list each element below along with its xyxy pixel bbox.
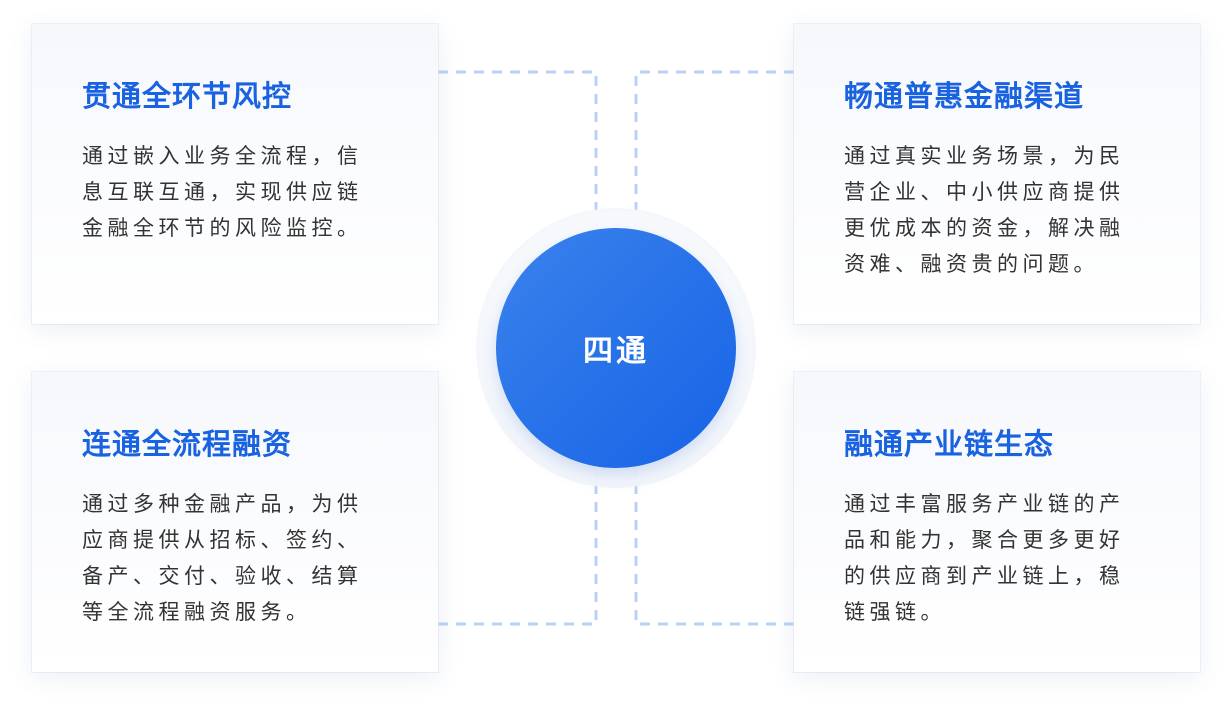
description-line: 品和能力，聚合更多更好 bbox=[844, 528, 1125, 552]
connector-top-right bbox=[634, 70, 794, 228]
card-industry-ecosystem: 融通产业链生态 通过丰富服务产业链的产 品和能力，聚合更多更好 的供应商到产业链… bbox=[794, 372, 1200, 672]
card-description: 通过真实业务场景，为民 营企业、中小供应商提供 更优成本的资金，解决融 资难、融… bbox=[844, 138, 1152, 282]
card-description: 通过多种金融产品，为供 应商提供从招标、签约、 备产、交付、验收、结算 等全流程… bbox=[82, 486, 390, 630]
card-title: 融通产业链生态 bbox=[844, 427, 1055, 461]
description-line: 息互联互通，实现供应链 bbox=[82, 180, 363, 204]
card-risk-control: 贯通全环节风控 通过嵌入业务全流程，信 息互联互通，实现供应链 金融全环节的风险… bbox=[32, 24, 438, 324]
description-line: 更优成本的资金，解决融 bbox=[844, 216, 1125, 240]
card-description: 通过嵌入业务全流程，信 息互联互通，实现供应链 金融全环节的风险监控。 bbox=[82, 138, 390, 246]
description-line: 通过嵌入业务全流程，信 bbox=[82, 144, 363, 168]
description-line: 资难、融资贵的问题。 bbox=[844, 252, 1099, 276]
description-line: 通过真实业务场景，为民 bbox=[844, 144, 1125, 168]
connector-bottom-left bbox=[438, 468, 598, 626]
card-title: 贯通全环节风控 bbox=[82, 79, 293, 113]
description-line: 备产、交付、验收、结算 bbox=[82, 564, 363, 588]
description-line: 金融全环节的风险监控。 bbox=[82, 216, 363, 240]
center-label: 四通 bbox=[583, 334, 649, 369]
description-line: 通过多种金融产品，为供 bbox=[82, 492, 363, 516]
description-line: 等全流程融资服务。 bbox=[82, 600, 312, 624]
card-financing-channel: 畅通普惠金融渠道 通过真实业务场景，为民 营企业、中小供应商提供 更优成本的资金… bbox=[794, 24, 1200, 324]
description-line: 营企业、中小供应商提供 bbox=[844, 180, 1125, 204]
card-title: 畅通普惠金融渠道 bbox=[844, 79, 1085, 113]
description-line: 应商提供从招标、签约、 bbox=[82, 528, 363, 552]
description-line: 链强链。 bbox=[844, 600, 946, 624]
description-line: 的供应商到产业链上，稳 bbox=[844, 564, 1125, 588]
card-full-process-financing: 连通全流程融资 通过多种金融产品，为供 应商提供从招标、签约、 备产、交付、验收… bbox=[32, 372, 438, 672]
center-circle: 四通 bbox=[496, 228, 736, 468]
connector-top-left bbox=[438, 70, 598, 228]
card-description: 通过丰富服务产业链的产 品和能力，聚合更多更好 的供应商到产业链上，稳 链强链。 bbox=[844, 486, 1152, 630]
description-line: 通过丰富服务产业链的产 bbox=[844, 492, 1125, 516]
card-title: 连通全流程融资 bbox=[82, 427, 293, 461]
connector-bottom-right bbox=[634, 468, 794, 626]
